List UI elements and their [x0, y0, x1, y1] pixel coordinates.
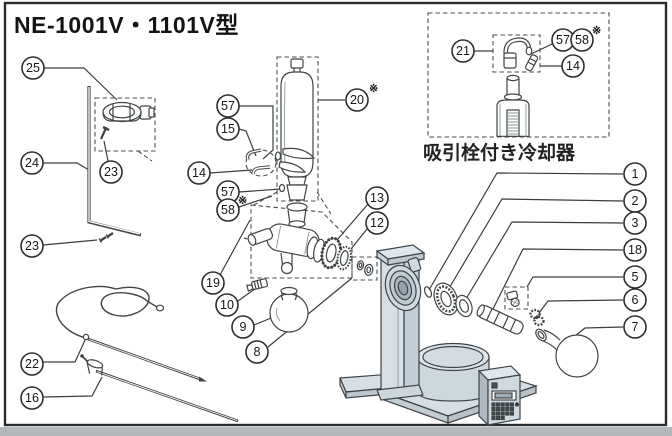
callout-58-c: 58: [570, 28, 594, 52]
svg-text:14: 14: [192, 166, 206, 180]
svg-text:1: 1: [632, 167, 639, 181]
callout-58-b: 58: [216, 198, 240, 222]
svg-text:24: 24: [25, 156, 39, 170]
svg-text:23: 23: [25, 239, 39, 253]
callout-7: 7: [623, 315, 647, 339]
dashed-boxes: [94, 12, 610, 310]
svg-text:15: 15: [221, 122, 235, 136]
clamp-drawing: [99, 101, 155, 140]
callout-12: 12: [365, 211, 389, 235]
asterisk-20: ※: [369, 83, 378, 95]
suction-stopper-drawing: [503, 37, 539, 72]
washer-3-drawing: [455, 294, 473, 318]
callout-2: 2: [623, 189, 647, 213]
indicator-square: [491, 382, 498, 389]
callout-14-b: 14: [561, 54, 585, 78]
svg-text:16: 16: [25, 391, 39, 405]
svg-text:23: 23: [104, 165, 118, 179]
inlet-tube-drawing: [80, 354, 239, 423]
asterisk-58-inset: ※: [592, 25, 601, 37]
fittings-5-drawing: [506, 290, 520, 307]
callout-6: 6: [623, 288, 647, 312]
svg-text:19: 19: [206, 276, 220, 290]
callout-16: 16: [20, 386, 44, 410]
hose-loop-drawing: [55, 285, 165, 341]
svg-text:9: 9: [240, 320, 247, 334]
asterisk-58-center: ※: [238, 195, 247, 207]
callout-22: 22: [20, 352, 44, 376]
callout-23-lower: 23: [20, 234, 44, 258]
svg-text:6: 6: [632, 293, 639, 307]
svg-text:18: 18: [628, 243, 642, 257]
svg-text:8: 8: [254, 345, 261, 359]
sparger-tube-drawing: [87, 337, 207, 382]
shaft-18-drawing: [476, 304, 524, 335]
stopper-tube-drawing: [524, 54, 539, 72]
callout-25: 25: [21, 56, 45, 80]
svg-text:57: 57: [556, 33, 570, 47]
stand-pole-drawing: [87, 86, 142, 237]
svg-text:58: 58: [575, 33, 589, 47]
svg-text:2: 2: [632, 194, 639, 208]
clamp-screws-drawing: [98, 232, 114, 243]
svg-text:10: 10: [220, 298, 234, 312]
callout-19: 19: [201, 271, 225, 295]
callout-57-a: 57: [216, 94, 240, 118]
callout-5: 5: [623, 265, 647, 289]
seal-ring-12: [336, 245, 353, 271]
hose-barbs-drawing: [245, 148, 271, 175]
vapor-valve-drawing: [243, 202, 353, 275]
callout-15: 15: [216, 117, 240, 141]
hose-nipples-drawing: [274, 147, 316, 173]
svg-text:13: 13: [370, 191, 384, 205]
inset-caption: 吸引栓付き冷却器: [423, 141, 576, 164]
callout-57-b: 57: [216, 180, 240, 204]
svg-text:5: 5: [632, 270, 639, 284]
svg-text:57: 57: [221, 185, 235, 199]
bearing-2-drawing: [433, 282, 459, 316]
svg-text:14: 14: [566, 59, 580, 73]
keypad: [491, 402, 520, 421]
callout-23-upper: 23: [99, 160, 123, 184]
callout-13: 13: [365, 186, 389, 210]
page-bottom-edge: [0, 427, 672, 436]
callout-10: 10: [215, 293, 239, 317]
drive-port: [384, 257, 422, 312]
callout-21: 21: [451, 39, 475, 63]
tube-fitting-drawing: [246, 278, 269, 292]
callout-18: 18: [623, 238, 647, 262]
svg-text:57: 57: [221, 99, 235, 113]
oring-pair-drawing: [356, 260, 374, 276]
control-panel: [477, 365, 522, 427]
svg-text:3: 3: [632, 216, 639, 230]
page-title: NE-1001V・1101V型: [14, 12, 239, 38]
leader-lines: [42, 43, 624, 398]
receiving-flask-drawing: [535, 328, 599, 378]
svg-text:21: 21: [456, 44, 470, 58]
callout-24: 24: [20, 151, 44, 175]
oring-1-drawing: [423, 286, 433, 298]
callout-9: 9: [231, 315, 255, 339]
callout-3: 3: [623, 211, 647, 235]
svg-text:20: 20: [350, 93, 364, 107]
cooler-bottle-drawing: [496, 74, 530, 137]
callout-14-a: 14: [187, 161, 211, 185]
clip-6-drawing: [529, 308, 545, 327]
callout-20: 20: [345, 88, 369, 112]
svg-text:22: 22: [25, 357, 39, 371]
main-unit-drawing: [339, 244, 538, 427]
callout-1: 1: [623, 162, 647, 186]
svg-text:25: 25: [26, 61, 40, 75]
callout-8: 8: [245, 340, 269, 364]
svg-text:58: 58: [221, 203, 235, 217]
svg-text:12: 12: [370, 216, 384, 230]
svg-text:7: 7: [632, 320, 639, 334]
small-flask-drawing: [269, 286, 309, 333]
